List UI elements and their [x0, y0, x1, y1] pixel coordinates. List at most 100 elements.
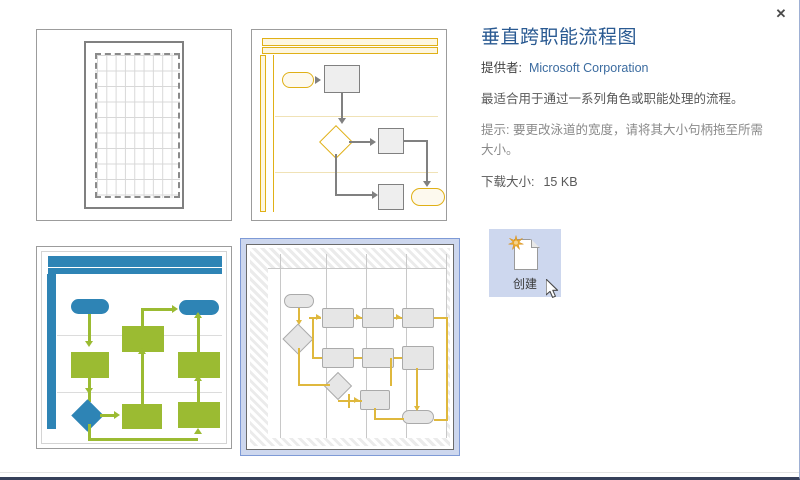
bottom-divider	[0, 472, 799, 473]
connector-arrow	[315, 76, 321, 84]
thumbnail-preview-image	[251, 29, 447, 221]
template-tip: 提示: 要更改泳道的宽度，请将其大小句柄拖至所需大小。	[481, 123, 763, 158]
connector-line	[404, 140, 428, 142]
connector-line	[298, 384, 330, 386]
document-fold-corner	[531, 239, 540, 248]
create-button-label: 创建	[512, 277, 537, 291]
connector-line	[335, 154, 337, 196]
connector-arrow	[370, 138, 376, 146]
thumbnail-gold-flowchart[interactable]	[245, 23, 453, 227]
download-size-row: 下载大小:15 KB	[481, 171, 781, 190]
lane-header-bar	[48, 256, 222, 267]
thumbnail-preview-image	[246, 244, 454, 450]
connector-line	[312, 357, 322, 359]
connector-line	[335, 194, 373, 196]
connector-line	[141, 308, 175, 311]
connector-arrow	[354, 397, 359, 403]
connector-arrow	[172, 305, 178, 313]
gold-flowchart-diagram	[256, 34, 445, 216]
provider-value: Microsoft Corporation	[528, 61, 649, 75]
connector-arrow	[194, 428, 202, 434]
end-shape	[411, 188, 445, 206]
connector-arrow	[316, 314, 321, 320]
mouse-cursor	[546, 279, 559, 298]
lane-header-divider	[268, 268, 446, 269]
connector-line	[298, 348, 300, 386]
close-icon[interactable]: ✕	[772, 4, 790, 22]
end-shape	[179, 300, 219, 315]
lane-header-bar	[262, 38, 438, 46]
thumbnail-preview-image	[36, 29, 232, 221]
thumbnail-preview-image	[36, 246, 232, 449]
blank-page-grid	[95, 53, 180, 199]
connector-arrow	[85, 341, 93, 347]
connector-line	[197, 378, 200, 404]
lane-divider	[275, 172, 438, 173]
connector-line	[374, 408, 376, 420]
process-shape	[402, 308, 434, 328]
process-shape	[378, 184, 404, 210]
process-shape	[122, 326, 164, 352]
connector-arrow	[396, 314, 401, 320]
connector-line	[426, 140, 428, 182]
process-shape	[378, 128, 404, 154]
page-title: 垂直跨职能流程图	[481, 27, 638, 48]
start-shape	[282, 72, 314, 88]
connector-line	[374, 418, 404, 420]
process-shape	[360, 390, 390, 410]
process-shape	[402, 346, 434, 370]
connector-line	[394, 357, 402, 359]
download-size-value: 15 KB	[543, 175, 578, 190]
connector-arrow	[414, 406, 420, 411]
provider-label: 提供者:	[481, 61, 522, 75]
connector-arrow	[194, 375, 202, 381]
connector-line	[197, 315, 200, 353]
connector-line	[88, 424, 91, 440]
connector-line	[354, 357, 362, 359]
process-shape	[362, 308, 394, 328]
connector-arrow	[138, 348, 146, 354]
connector-arrow	[372, 191, 378, 199]
process-shape	[178, 402, 220, 428]
thumbnail-blank-template[interactable]	[30, 23, 238, 227]
connector-line	[100, 414, 115, 417]
process-shape	[178, 352, 220, 378]
start-shape	[284, 294, 314, 308]
connector-line	[341, 93, 343, 119]
connector-line	[88, 314, 91, 342]
connector-arrow	[356, 314, 361, 320]
connector-line	[446, 317, 448, 421]
connector-arrow	[85, 388, 93, 394]
new-document-icon	[508, 235, 540, 272]
connector-line	[434, 317, 448, 319]
process-shape	[322, 348, 354, 368]
lane-divider	[275, 116, 438, 117]
process-shape	[362, 348, 394, 368]
connector-arrow	[338, 118, 346, 124]
sparkle-icon	[508, 235, 524, 250]
connector-arrow	[194, 312, 202, 318]
lane-header-bar-2	[48, 268, 222, 274]
connector-arrow	[296, 320, 302, 325]
connector-line	[349, 141, 371, 143]
connector-line	[309, 317, 321, 319]
blank-page-shape	[83, 41, 185, 209]
vertical-swimlane-diagram	[250, 248, 450, 446]
connector-line	[338, 400, 362, 402]
template-description: 最适合用于通过一系列角色或职能处理的流程。	[481, 92, 744, 107]
lane-sidebar	[47, 274, 56, 429]
connector-line	[298, 308, 300, 322]
lane-divider	[326, 254, 327, 438]
lane-sidebar-2	[268, 55, 274, 212]
thumbnail-blue-green-flowchart[interactable]	[30, 240, 238, 455]
lane-divider	[280, 254, 281, 438]
process-shape	[122, 404, 162, 429]
connector-line	[390, 358, 392, 386]
connector-line	[312, 317, 314, 359]
lane-divider	[57, 392, 222, 393]
connector-arrow	[114, 411, 120, 419]
lane-header-bar-2	[262, 47, 438, 54]
thumbnail-vertical-cross-functional-flowchart[interactable]	[240, 238, 460, 456]
thumbnail-grid	[30, 23, 460, 456]
